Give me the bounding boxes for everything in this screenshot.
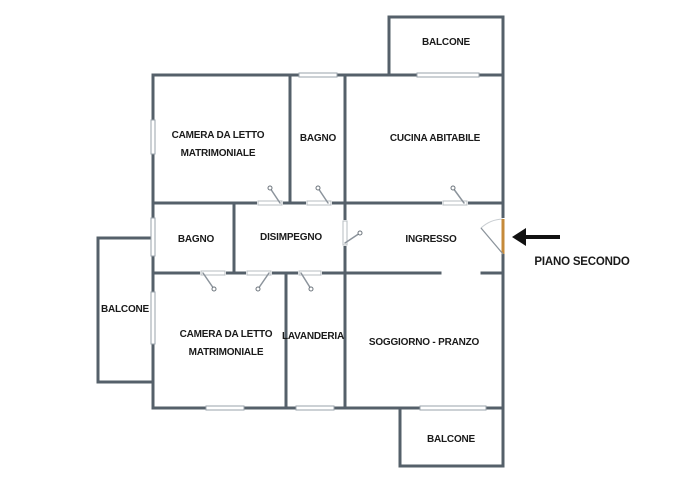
balcony-top-wall: [387, 15, 505, 77]
window-kitchen-balcony: [416, 72, 480, 78]
window-bed2-bottom: [205, 405, 245, 411]
floor-label: PIANO SECONDO: [534, 256, 629, 268]
label-lavanderia: LAVANDERIA: [282, 331, 344, 342]
doors: [200, 185, 505, 292]
door-lavanderia: [298, 270, 322, 292]
opening-bath2: [246, 271, 272, 276]
label-bagno-1: BAGNO: [300, 133, 337, 144]
label-soggiorno: SOGGIORNO - PRANZO: [369, 337, 480, 348]
door-bath1: [306, 185, 332, 206]
opening-bed1: [257, 201, 283, 206]
room-labels: BALCONE CAMERA DA LETTO MATRIMONIALE BAG…: [101, 37, 630, 445]
label-camera-1-line-2: MATRIMONIALE: [181, 148, 256, 159]
door-kitchen: [442, 185, 468, 206]
opening-bath1: [306, 201, 332, 206]
balcony-left-wall: [96, 236, 155, 384]
label-camera-2-line-1: CAMERA DA LETTO: [180, 329, 273, 340]
label-disimpegno: DISIMPEGNO: [260, 232, 322, 243]
window-bed2: [150, 291, 156, 345]
label-cucina: CUCINA ABITABILE: [390, 133, 481, 144]
entrance-arrow-icon: [512, 228, 560, 246]
label-ingresso: INGRESSO: [405, 234, 457, 245]
windows: [150, 72, 487, 411]
label-balcone-top: BALCONE: [422, 37, 471, 48]
label-camera-2-line-2: MATRIMONIALE: [189, 347, 264, 358]
door-bath2: [246, 270, 272, 292]
label-bagno-2: BAGNO: [178, 234, 215, 245]
door-disimpegno: [342, 220, 363, 246]
window-bath1: [298, 72, 338, 78]
opening-kitchen: [442, 201, 468, 206]
label-camera-1-line-1: CAMERA DA LETTO: [172, 130, 265, 141]
label-balcone-left: BALCONE: [101, 304, 150, 315]
opening-bed2: [200, 271, 226, 276]
window-bath2: [150, 217, 156, 257]
window-bed1: [150, 119, 156, 155]
window-lavanderia: [295, 405, 335, 411]
label-balcone-bottom: BALCONE: [427, 434, 476, 445]
door-bed1: [257, 185, 283, 206]
window-soggiorno-balcony: [419, 405, 487, 411]
opening-lavanderia: [298, 271, 322, 276]
opening-disimpegno-ingresso: [343, 220, 348, 246]
balcony-bottom-wall: [398, 406, 505, 468]
entrance-door: [480, 218, 505, 255]
door-bed2: [200, 270, 226, 292]
